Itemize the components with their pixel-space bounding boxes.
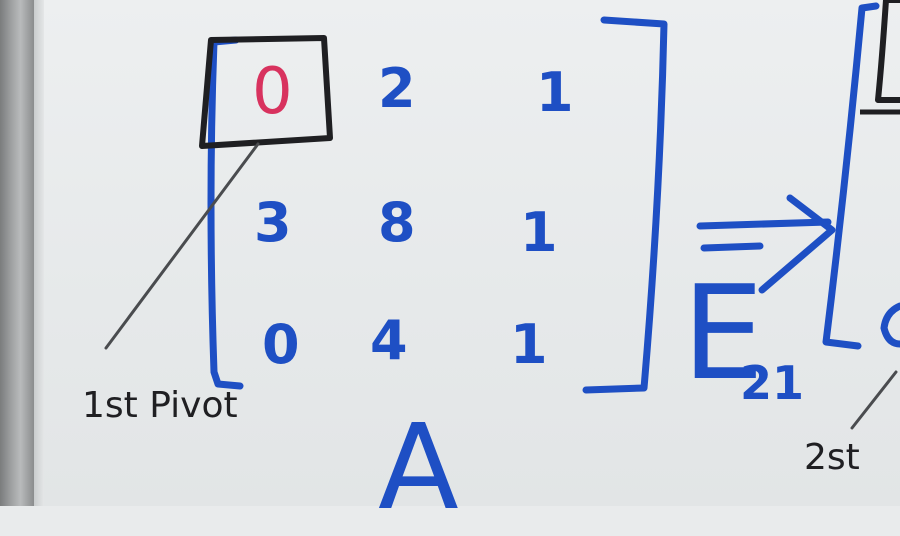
matrix-right-bracket: [582, 16, 668, 394]
right-note: 2st: [804, 437, 860, 478]
matrix-cell-r3-c3: 1: [510, 313, 548, 376]
matrix-cell-r1-c1: 0: [252, 55, 293, 129]
matrix-cell-r3-c1: 0: [262, 313, 300, 376]
arrow-shaft-top: [696, 218, 832, 230]
matrix-cell-r2-c1: 3: [254, 191, 292, 254]
matrix-cell-r2-c3: 1: [520, 201, 558, 264]
pivot-box: [199, 35, 333, 149]
matrix-cell-r1-c3: 1: [536, 61, 574, 124]
arrow-head: [758, 194, 836, 294]
next-matrix-partial-digit: [880, 302, 900, 348]
arrow-shaft-bottom: [700, 242, 764, 252]
right-pointer-line: [850, 370, 898, 430]
pivot-pointer-line: [104, 142, 260, 350]
whiteboard: [0, 0, 900, 506]
elimination-letter: E: [682, 257, 765, 409]
next-pivot-box: [875, 0, 900, 103]
pivot-note: 1st Pivot: [82, 385, 238, 426]
matrix-left-bracket: [207, 36, 244, 390]
matrix-cell-r3-c2: 4: [370, 309, 408, 372]
matrix-cell-r2-c2: 8: [378, 191, 416, 254]
next-matrix-bracket: [822, 2, 880, 350]
elimination-subscript: 21: [740, 356, 805, 410]
marker-strokes: [104, 0, 900, 430]
whiteboard-frame-edge: [34, 0, 44, 506]
matrix-name-label: A: [378, 398, 459, 536]
matrix-cell-r1-c2: 2: [378, 57, 416, 120]
whiteboard-frame: [0, 0, 34, 506]
